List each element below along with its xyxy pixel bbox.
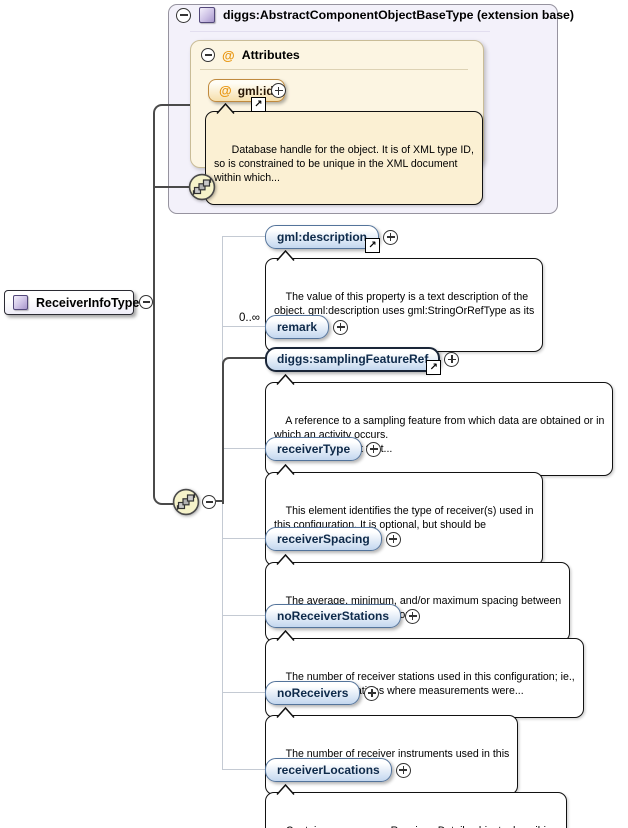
element-receiverType[interactable]: receiverType — [265, 437, 382, 461]
connector-base-sequence-branch — [155, 186, 189, 188]
connector-stub-gml-description — [223, 236, 265, 237]
element-receiverLocations[interactable]: receiverLocations — [265, 758, 411, 782]
root-type-box[interactable]: ReceiverInfoType — [4, 290, 139, 315]
element-noReceivers[interactable]: noReceivers — [265, 681, 380, 705]
element-pill[interactable]: noReceivers — [265, 681, 361, 705]
element-tooltip: The number of receiver stations used in … — [265, 629, 584, 718]
connector-stub-noReceiverStations — [223, 615, 265, 616]
expand-plus-icon[interactable] — [383, 229, 399, 245]
element-pill[interactable]: diggs:samplingFeatureRef — [265, 347, 441, 372]
element-tooltip: Contains one or more ReceiversDetails ob… — [265, 783, 567, 828]
attributes-panel: @ Attributes @ gml:id ↗ Database handle … — [190, 40, 484, 205]
at-icon: @ — [222, 47, 235, 63]
attributes-header: @ Attributes — [201, 48, 300, 62]
collapse-icon[interactable] — [176, 7, 191, 23]
element-receiverSpacing[interactable]: receiverSpacing — [265, 527, 401, 551]
cardinality-label: 0..∞ — [239, 312, 260, 324]
element-noReceiverStations[interactable]: noReceiverStations — [265, 604, 421, 628]
connector-sequence-stub — [215, 500, 224, 502]
connector-stub-receiverType — [223, 448, 265, 449]
element-tooltip: This element identifies the type of rece… — [265, 463, 543, 566]
element-tooltip: The average, minimum, and/or maximum spa… — [265, 553, 571, 642]
element-tooltip: A reference to a sampling feature from w… — [265, 373, 614, 476]
element-remark[interactable]: remark — [265, 315, 349, 339]
collapse-icon[interactable] — [202, 495, 216, 509]
expand-plus-icon[interactable] — [444, 351, 460, 367]
element-diggs-samplingFeatureRef[interactable]: diggs:samplingFeatureRef ↗ — [265, 347, 460, 375]
expand-plus-icon[interactable] — [271, 83, 286, 98]
attribute-tooltip: Database handle for the object. It is of… — [205, 102, 483, 205]
expand-plus-icon[interactable] — [395, 762, 411, 778]
collapse-icon[interactable] — [201, 48, 215, 62]
extension-base-title: diggs:AbstractComponentObjectBaseType (e… — [223, 8, 574, 22]
attribute-name: gml:id — [237, 83, 274, 98]
ref-arrow-icon[interactable]: ↗ — [426, 360, 442, 375]
connector-required-path — [222, 357, 268, 504]
attributes-separator — [200, 69, 468, 70]
connector-root-bracket — [153, 104, 193, 505]
root-type-name: ReceiverInfoType — [36, 295, 140, 310]
at-icon: @ — [219, 83, 232, 98]
connector-stub-noReceivers — [223, 692, 265, 693]
sequence-icon[interactable] — [187, 172, 217, 202]
ref-arrow-icon[interactable]: ↗ — [251, 97, 266, 112]
element-pill[interactable]: receiverType — [265, 437, 363, 461]
connector-stub-receiverLocations — [223, 769, 265, 770]
complex-type-icon — [13, 295, 28, 310]
collapse-icon[interactable] — [139, 295, 153, 309]
attributes-label: Attributes — [241, 48, 300, 62]
connector-stub-receiverSpacing — [223, 538, 265, 539]
connector-stub-remark — [223, 326, 265, 327]
element-tooltip: The number of receiver instruments used … — [265, 706, 519, 795]
element-pill[interactable]: noReceiverStations — [265, 604, 402, 628]
expand-plus-icon[interactable] — [366, 441, 382, 457]
expand-plus-icon[interactable] — [385, 531, 401, 547]
element-pill[interactable]: gml:description — [265, 225, 380, 249]
element-pill[interactable]: receiverLocations — [265, 758, 392, 782]
ref-arrow-icon[interactable]: ↗ — [365, 238, 381, 253]
tooltip-pointer — [216, 102, 235, 114]
expand-plus-icon[interactable] — [364, 685, 380, 701]
expand-plus-icon[interactable] — [333, 319, 349, 335]
title-underline — [190, 31, 490, 32]
element-pill[interactable]: receiverSpacing — [265, 527, 382, 551]
extension-base-header: diggs:AbstractComponentObjectBaseType (e… — [176, 7, 574, 23]
sequence-icon[interactable] — [171, 487, 201, 517]
element-gml-description[interactable]: gml:description ↗ — [265, 225, 399, 253]
expand-plus-icon[interactable] — [405, 608, 421, 624]
complex-type-icon — [199, 7, 215, 23]
element-pill[interactable]: remark — [265, 315, 330, 339]
attribute-gml-id[interactable]: @ gml:id — [208, 79, 285, 102]
